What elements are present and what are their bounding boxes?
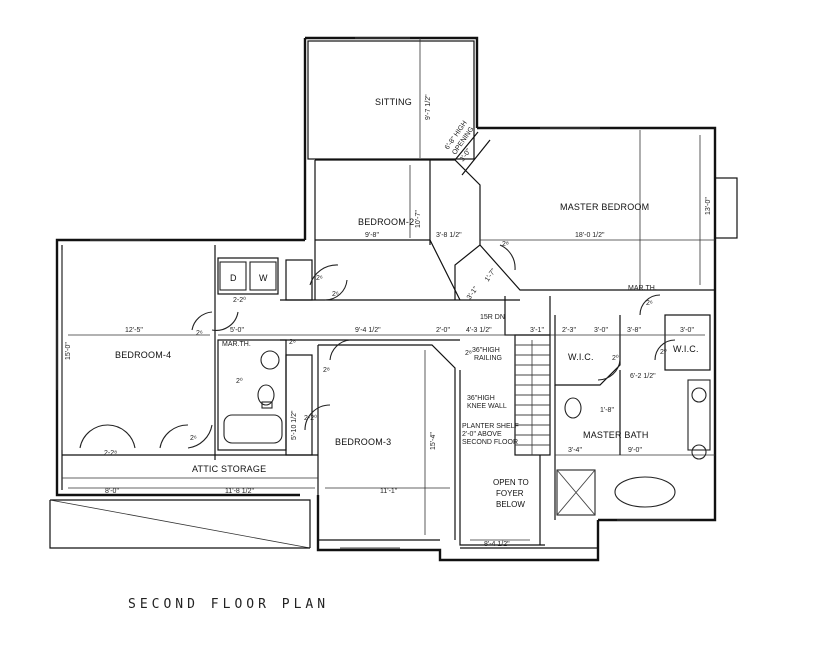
label-wic-right: W.I.C.: [673, 344, 699, 354]
label-attic-storage: ATTIC STORAGE: [192, 464, 266, 474]
dim-wic-c: 3'-8": [627, 327, 641, 334]
note-marth-left: MAR.TH.: [222, 341, 251, 348]
staircase: [514, 334, 551, 456]
note-marth-right: MAR.TH.: [628, 285, 657, 292]
toilet-master: [564, 397, 582, 419]
label-bedroom-2: BEDROOM-2: [358, 217, 414, 227]
label-sitting: SITTING: [375, 97, 412, 107]
door-label-closet3: 2-2⁰: [304, 414, 317, 422]
shower: [556, 469, 596, 516]
note-railing-2: RAILING: [474, 355, 502, 362]
label-bedroom-4: BEDROOM-4: [115, 350, 171, 360]
door-swings: [79, 244, 676, 449]
door-label-closet4: 2-2⁸: [104, 450, 117, 457]
dim-bedroom4-depth: 15'-0": [65, 342, 72, 360]
dim-sitting-depth: 9'-7 1/2": [425, 94, 432, 120]
label-open-to-2: FOYER: [496, 489, 524, 498]
dim-attic-b: 11'-8 1/2": [225, 488, 255, 495]
dim-bath-c: 1'-8": [600, 407, 614, 414]
dim-hall: 9'-4 1/2": [355, 327, 381, 334]
note-stairs-dn: 15R DN: [480, 314, 505, 321]
dim-foyer-width: 8'-4 1/2": [484, 541, 510, 548]
dim-bedroom4-width: 12'-5": [125, 327, 143, 334]
label-master-bedroom: MASTER BEDROOM: [560, 202, 649, 212]
door-labels: 2-2⁰ 2⁶ 2⁶ 2⁶ 2⁸ 2⁸ 2⁰ 2-2⁸ 2⁶ 2-2⁰ 2⁸ 2…: [104, 241, 667, 457]
master-bay-bump: [714, 177, 738, 239]
dim-master-width: 18'-0 1/2": [575, 232, 605, 239]
exterior-walls: [49, 36, 738, 562]
note-railing-1: 36"HIGH: [472, 347, 500, 354]
notes: 6'-8" HIGH OPENING 36"HIGH RAILING 36"HI…: [222, 120, 657, 446]
sink-left: [260, 350, 280, 370]
dim-attic-a: 8'-0": [105, 488, 119, 495]
note-knee-wall-2: KNEE WALL: [467, 403, 507, 410]
door-label-marth: 2⁶: [646, 300, 653, 307]
note-planter-2: 2'-0" ABOVE: [462, 431, 502, 438]
label-dryer: D: [230, 273, 237, 283]
room-labels: SITTING BEDROOM-2 MASTER BEDROOM BEDROOM…: [115, 97, 699, 509]
dimension-lines: [61, 38, 705, 541]
dim-hall-a: 5'-0": [230, 327, 244, 334]
door-label-attic: 2⁶: [190, 435, 197, 442]
dim-bedroom2-depth: 10'-7": [415, 210, 422, 228]
dim-bedroom2-width: 9'-8": [365, 232, 379, 239]
door-label-bath: 2⁰: [236, 377, 243, 385]
dim-misc-b: 1'-7": [484, 267, 498, 283]
label-open-to-3: BELOW: [496, 500, 525, 509]
door-label-hall: 2⁸: [289, 339, 296, 346]
door-label-linen: 2⁶: [316, 275, 323, 282]
label-washer: W: [259, 273, 268, 283]
bathtub-left: [223, 414, 283, 444]
door-label-bed2: 2⁶: [332, 291, 339, 298]
door-label-stair: 2⁸: [465, 350, 472, 357]
sink-master-1: [691, 387, 707, 403]
dim-wic-d: 3'-0": [680, 327, 694, 334]
dim-hall-b: 2'-0": [436, 327, 450, 334]
label-master-bath: MASTER BATH: [583, 430, 649, 440]
sink-master-2: [691, 444, 707, 460]
master-tub: [614, 476, 676, 508]
label-bedroom-3: BEDROOM-3: [335, 437, 391, 447]
dim-bath-b: 9'-0": [628, 447, 642, 454]
interior-walls: [62, 130, 715, 546]
dim-wic-a: 2'-3": [562, 327, 576, 334]
dim-closet: 5'-10 1/2": [291, 410, 298, 440]
note-knee-wall-1: 36"HIGH: [467, 395, 495, 402]
door-label-bed3: 2⁸: [323, 367, 330, 374]
dim-bath-a: 3'-4": [568, 447, 582, 454]
windows: [56, 37, 690, 549]
dim-master-depth: 13'-0": [705, 197, 712, 215]
door-label-wic-right: 2⁰: [660, 348, 667, 356]
dim-bedroom2-right: 3'-8 1/2": [436, 232, 462, 239]
dim-hall-c: 4'-3 1/2": [466, 327, 492, 334]
dimension-labels: 9'-7 1/2" 9'-8" 10'-7" 3'-8 1/2" 18'-0 1…: [65, 94, 712, 548]
dim-bedroom3-depth: 15'-4": [430, 432, 437, 450]
door-label-laundry: 2-2⁰: [233, 296, 246, 304]
note-planter-1: PLANTER SHELF: [462, 423, 519, 430]
label-wic-left: W.I.C.: [568, 352, 594, 362]
fixtures: [223, 350, 711, 516]
dim-bedroom3-width: 11'-1": [380, 488, 398, 495]
door-label-wic-left: 2⁰: [612, 354, 619, 362]
note-planter-3: SECOND FLOOR: [462, 439, 518, 446]
dim-hall-d: 3'-1": [530, 327, 544, 334]
dim-wic-b: 3'-0": [594, 327, 608, 334]
plan-title: SECOND FLOOR PLAN: [128, 597, 329, 612]
label-open-to-1: OPEN TO: [493, 478, 529, 487]
toilet-left: [257, 384, 275, 406]
dim-bath-d: 6'-2 1/2": [630, 373, 656, 380]
dim-misc-a: 3'-1": [466, 285, 480, 301]
vanity: [687, 379, 711, 451]
door-label-bed4: 2⁶: [196, 330, 203, 337]
door-label-master: 2⁸: [502, 241, 509, 248]
